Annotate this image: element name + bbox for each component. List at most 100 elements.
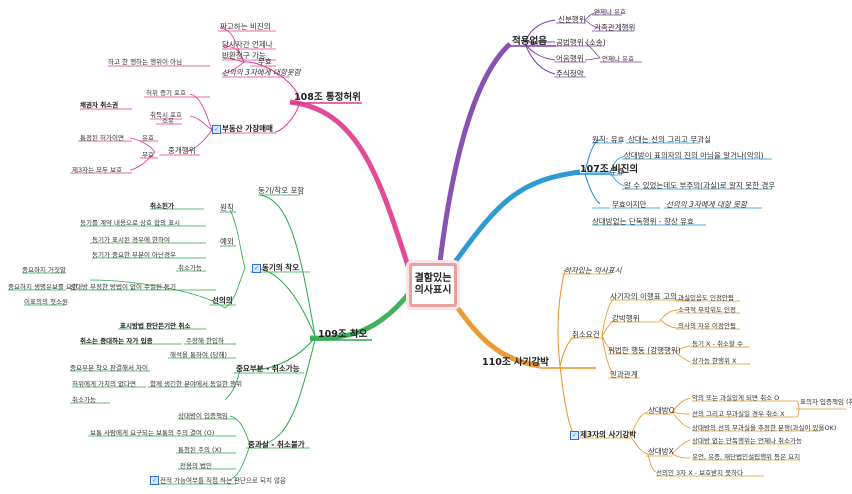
node-l19[interactable]: 원칙 bbox=[220, 203, 234, 212]
node-l49[interactable]: 무효 bbox=[610, 167, 624, 176]
node-l6[interactable]: 선의의 3자에게 대항못함 bbox=[222, 68, 301, 77]
node-l56[interactable]: 가족관계행위 bbox=[594, 23, 636, 32]
node-l60[interactable]: 주식청약 bbox=[556, 69, 584, 78]
node-l17[interactable]: 동기/착오 포함 bbox=[258, 186, 305, 195]
node-l29[interactable]: 선의의 bbox=[212, 296, 233, 305]
branch-109-f bbox=[224, 267, 246, 309]
branch-108-j bbox=[129, 137, 156, 153]
branch-107-a bbox=[584, 139, 601, 173]
node-l59[interactable]: 언제나 유효 bbox=[602, 55, 634, 63]
node-l41[interactable]: 보통 사람에게 요구되는 보통의 주의 결여 (O) bbox=[90, 429, 215, 437]
node-l69[interactable]: 위법한 행동 (강행행위) bbox=[608, 346, 681, 355]
main-topic-jeok[interactable]: 적용없음 bbox=[512, 36, 547, 47]
branch-108-i bbox=[184, 129, 213, 153]
node-l5[interactable]: 하고 한 행하는 행위이 아님 bbox=[108, 58, 183, 66]
main-topic-107[interactable]: 107조 비진의 bbox=[580, 164, 639, 175]
node-l27[interactable]: 상대방 부정한 방법이 없이 수일된 동기 bbox=[70, 283, 177, 291]
node-l45[interactable]: ✓전적 가능여부를 직접 하는 판단으로 되지 않음 bbox=[150, 476, 286, 485]
node-l20[interactable]: 동기를 계약 내용으로 상호 합의 표시 bbox=[80, 219, 181, 227]
node-l39[interactable]: 취소가능 bbox=[72, 396, 96, 404]
node-l65[interactable]: 소극적 부작위도 인정 bbox=[678, 306, 736, 314]
node-l81[interactable]: 유언, 유증, 재단법인설립행위 등은 요지 bbox=[692, 453, 801, 461]
node-l55[interactable]: 언제나 유효 bbox=[594, 8, 626, 16]
node-l74[interactable]: 표의자 입증책임 (취소하려는 자) bbox=[800, 398, 852, 406]
node-l53[interactable]: 상대방없는 단독행위 - 항상 유효 bbox=[592, 217, 694, 226]
branch-109-i bbox=[229, 415, 251, 446]
node-l78[interactable]: ✓제3자의 사기강박 bbox=[570, 430, 636, 440]
node-l9[interactable]: 취득시 포호 bbox=[150, 111, 182, 119]
node-l31[interactable]: 표시방법 판단든기만 취소 bbox=[120, 322, 191, 330]
node-l47[interactable]: 상대는 선의 그리고 무과실 bbox=[628, 135, 712, 144]
node-l67[interactable]: 의사의 자유 이정안됨 bbox=[678, 322, 736, 330]
node-l16[interactable]: 제3자는 모두 보호 bbox=[72, 166, 123, 174]
node-l76[interactable]: 선의 그리고 무과실일 경우 취소 X bbox=[692, 410, 785, 418]
node-l79[interactable]: 상대방X bbox=[648, 447, 674, 456]
node-l57[interactable]: 공법행위 (소송) bbox=[556, 38, 606, 47]
node-l37[interactable]: 함께 생긴한 분야에서 동일한 행위 bbox=[150, 380, 242, 388]
node-l24[interactable]: 취소가능 bbox=[178, 264, 202, 272]
main-topic-109[interactable]: 109조 착오 bbox=[318, 329, 368, 340]
node-l30[interactable]: 이표의의 첫소원 bbox=[24, 298, 68, 306]
node-l43[interactable]: 중과실 - 취소불가 bbox=[248, 440, 305, 449]
node-l63[interactable]: 과실있음도 인정안됨 bbox=[678, 294, 734, 302]
node-l4[interactable]: 무효 bbox=[258, 57, 272, 66]
node-l1[interactable]: 짜고하는 비진의 bbox=[220, 22, 271, 31]
node-l23[interactable]: 동기가 중요한 부분이 아닌경우 bbox=[92, 251, 176, 259]
node-l82[interactable]: 선의인 3자 X - 보호받지 못하다 bbox=[656, 469, 744, 477]
node-l77[interactable]: 상대방의 선의 무과실을 추정한 분쟁(과실이 있을OK) bbox=[692, 424, 837, 432]
node-l70[interactable]: 동기 X - 취소할 수 bbox=[692, 340, 743, 348]
node-l48[interactable]: 상대방이 표의자의 진의 아님을 알거나(악의) bbox=[624, 151, 764, 160]
node-l22[interactable]: 동기가 표시된 경우에 한하여 bbox=[92, 236, 170, 244]
node-l10[interactable]: 소유 bbox=[162, 117, 174, 125]
node-l50[interactable]: 알 수 있었는데도 부주의(과실)로 알지 못한 경우 bbox=[624, 181, 776, 190]
node-l42[interactable]: 통청된 주의 (X) bbox=[178, 446, 222, 454]
node-l61[interactable]: 하자있는 의사표시 bbox=[564, 266, 622, 275]
node-l66[interactable]: 강박행위 bbox=[612, 314, 640, 323]
node-l72[interactable]: 인과관계 bbox=[610, 370, 638, 379]
node-l73[interactable]: 악의 또는 과실있게 되면 취소 O bbox=[692, 394, 780, 402]
checkbox-icon[interactable]: ✓ bbox=[570, 430, 579, 440]
node-l14[interactable]: 무효 bbox=[142, 151, 154, 159]
node-l38[interactable]: 허위에게 가치의 없다면 bbox=[72, 380, 136, 388]
branch-108-d bbox=[221, 56, 245, 63]
node-l32[interactable]: 취소는 중대하는 자가 입증 bbox=[80, 337, 153, 345]
node-l15[interactable]: 중개행위 bbox=[168, 146, 196, 155]
main-topic-108[interactable]: 108조 통정허위 bbox=[294, 92, 361, 103]
node-l46[interactable]: 원칙: 유효 bbox=[592, 135, 625, 144]
node-l13[interactable]: 유효 bbox=[142, 134, 154, 142]
checkbox-icon[interactable]: ✓ bbox=[252, 263, 261, 273]
node-l75[interactable]: 상대방O bbox=[648, 406, 675, 415]
node-l34[interactable]: 해석을 통하여 (당해) bbox=[170, 351, 228, 359]
node-l12[interactable]: 통정된 허가이면 bbox=[80, 134, 124, 142]
node-l11[interactable]: ✓부동산 가장매매 bbox=[212, 124, 273, 134]
node-l51[interactable]: 무효이지만 bbox=[612, 200, 647, 209]
checkbox-icon[interactable]: ✓ bbox=[212, 124, 221, 134]
node-l58[interactable]: 어음행위 bbox=[556, 54, 584, 63]
node-l62[interactable]: 사기자의 이행표 고의 bbox=[610, 292, 677, 301]
node-l28[interactable]: 중요하지 생명유보를 요한 bbox=[8, 283, 78, 291]
node-l36[interactable]: 중요부분 착오 판결해서 차이 bbox=[70, 364, 148, 372]
node-l25[interactable]: ✓동기의 착오 bbox=[252, 263, 299, 273]
node-l33[interactable]: 주장해 한입하 bbox=[186, 337, 224, 345]
branch-110-b bbox=[559, 335, 576, 367]
main-topic-110[interactable]: 110조 사기강박 bbox=[482, 357, 549, 368]
node-l3[interactable]: 반환청구 가능 bbox=[222, 51, 266, 60]
node-l52[interactable]: 선의의 3자에게 대항 못함 bbox=[666, 200, 747, 209]
node-l26[interactable]: 중요하지 거짓말 bbox=[22, 266, 66, 274]
node-l35[interactable]: 중요부분 - 취소가능 bbox=[236, 364, 300, 373]
branch-110-r bbox=[671, 453, 691, 459]
node-l44[interactable]: 전용의 법인 bbox=[180, 462, 212, 470]
node-l71[interactable]: 상가능 한행위 X bbox=[692, 357, 737, 365]
node-l40[interactable]: 상대방이 입증책임 bbox=[178, 412, 228, 420]
node-l80[interactable]: 상대방 없는 단독행위는 언제나 취소가능 bbox=[692, 437, 802, 445]
node-l68[interactable]: 취소요건 bbox=[572, 330, 600, 339]
node-l2[interactable]: 당사자간 언제나 bbox=[222, 40, 273, 49]
node-l18[interactable]: 취소된가 bbox=[150, 202, 174, 210]
node-l7[interactable]: 허위 증기 포호 bbox=[146, 89, 187, 97]
branch-109-main bbox=[309, 290, 412, 341]
checkbox-icon[interactable]: ✓ bbox=[150, 476, 159, 485]
node-l54[interactable]: 신분행위 bbox=[558, 15, 586, 24]
node-l21[interactable]: 예외 bbox=[220, 237, 234, 246]
node-l8[interactable]: 채권자 취소권 bbox=[80, 101, 119, 109]
